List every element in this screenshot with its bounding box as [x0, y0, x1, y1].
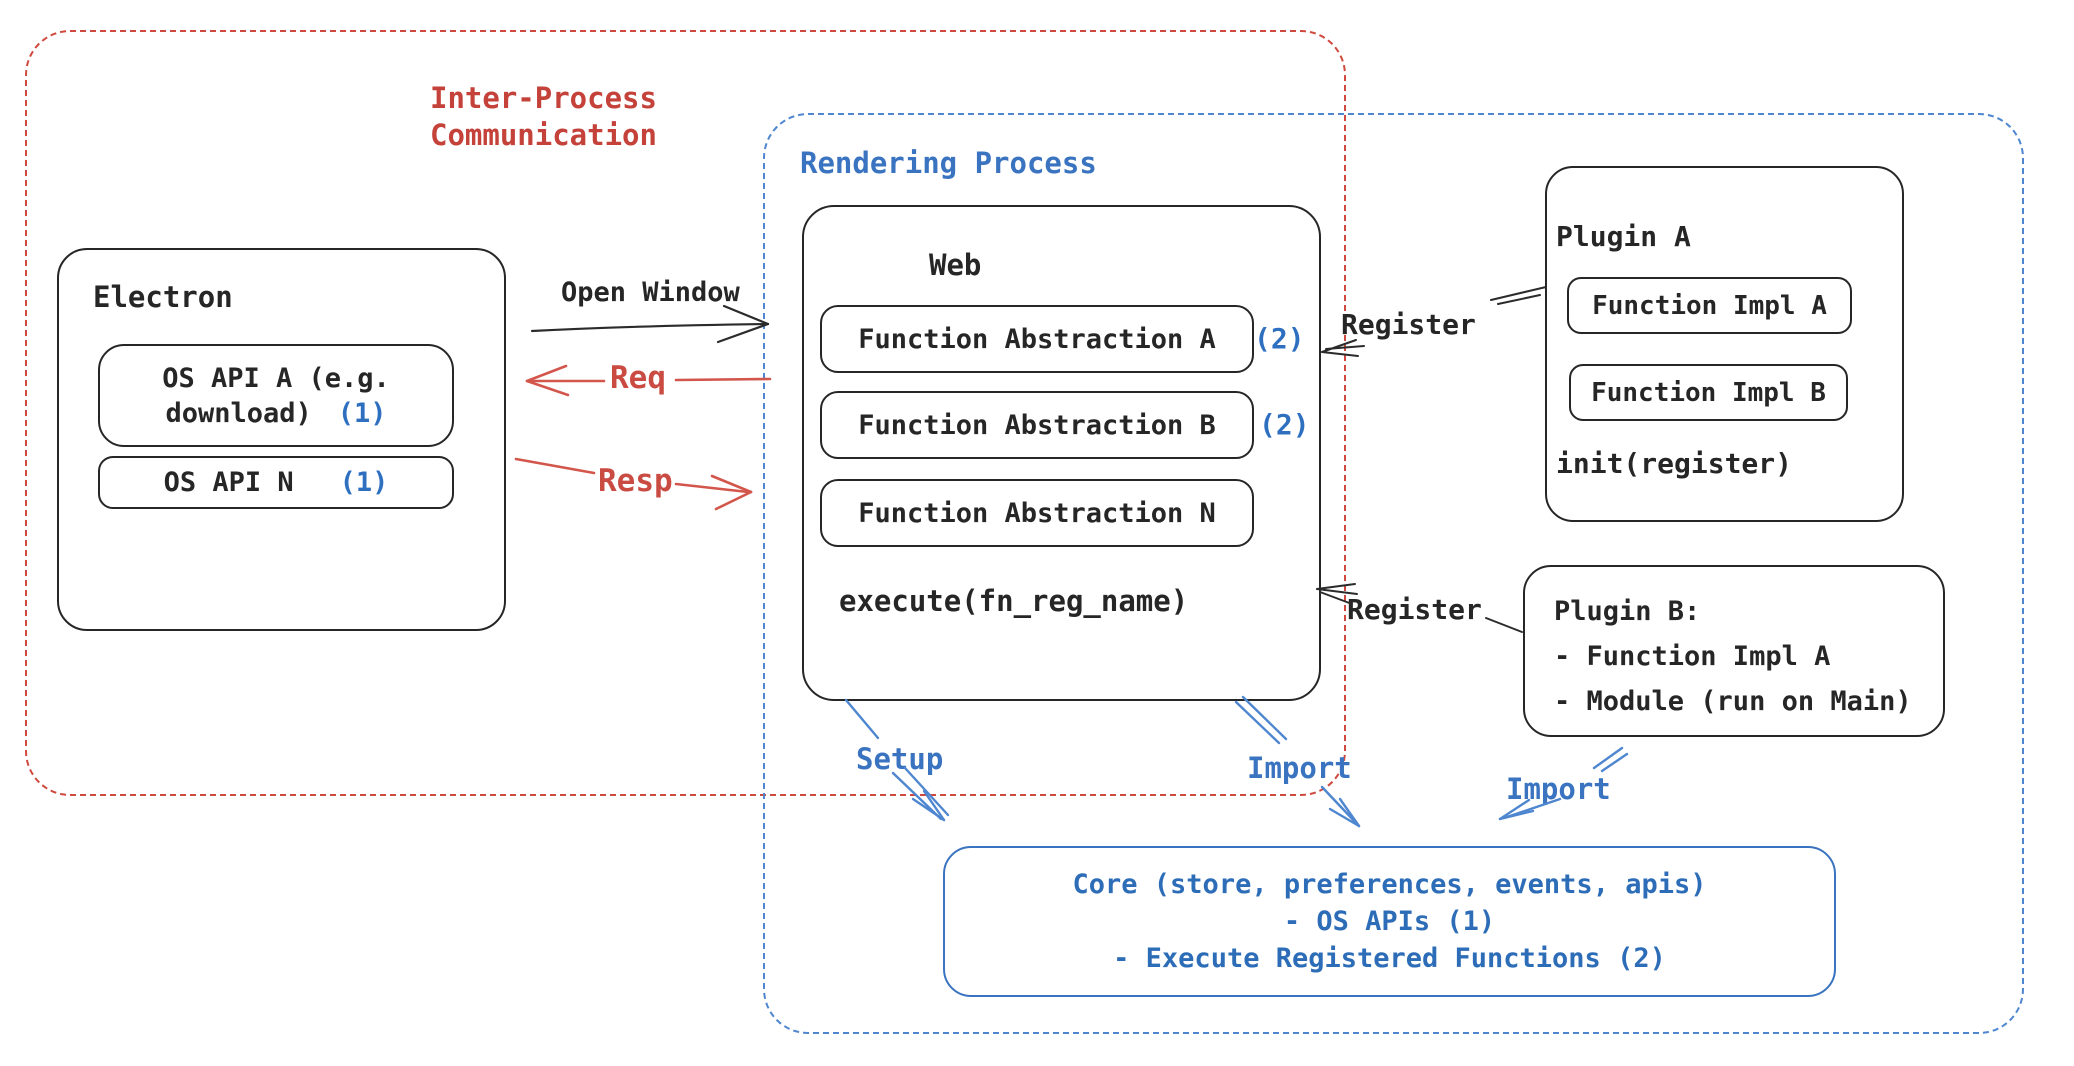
plugin-b-box: Plugin B: - Function Impl A - Module (ru…: [1523, 565, 1945, 737]
plugin-b-item-1: - Function Impl A: [1554, 641, 1831, 672]
os-api-a-line2-row: download) (1): [165, 396, 386, 431]
web-title: Web: [929, 248, 982, 282]
init-register-label: init(register): [1556, 447, 1793, 480]
ipc-label-line1: Inter-Process: [430, 81, 657, 115]
function-impl-b-box: Function Impl B: [1569, 364, 1848, 421]
plugin-b-title: Plugin B:: [1554, 596, 1701, 627]
core-line-1: Core (store, preferences, events, apis): [1072, 869, 1707, 900]
execute-label: execute(fn_reg_name): [839, 584, 1189, 618]
function-abstraction-b-label: Function Abstraction B: [858, 409, 1216, 441]
os-api-n-label: OS API N: [163, 467, 294, 498]
plugin-a-box: [1545, 166, 1904, 522]
web-box: [802, 205, 1321, 701]
electron-box: [57, 248, 506, 631]
function-abstraction-n-label: Function Abstraction N: [858, 497, 1216, 529]
os-api-a-box: OS API A (e.g. download) (1): [98, 344, 454, 447]
register-bottom-label: Register: [1347, 593, 1482, 626]
os-api-n-box: OS API N (1): [98, 456, 454, 509]
core-line-2: - OS APIs (1): [1283, 906, 1496, 937]
setup-label: Setup: [856, 742, 944, 776]
req-label: Req: [610, 360, 666, 396]
open-window-label: Open Window: [561, 277, 740, 308]
resp-label: Resp: [598, 463, 673, 499]
function-abstraction-n-box: Function Abstraction N: [820, 479, 1254, 547]
function-abstraction-b-box: Function Abstraction B: [820, 391, 1254, 459]
os-api-a-line2: download): [165, 397, 312, 429]
electron-title: Electron: [93, 280, 233, 314]
function-impl-b-label: Function Impl B: [1591, 377, 1826, 408]
ipc-label-line2: Communication: [430, 118, 657, 152]
function-abstraction-b-badge: (2): [1259, 408, 1310, 441]
os-api-a-badge: (1): [337, 397, 387, 429]
function-abstraction-a-badge: (2): [1254, 322, 1305, 355]
plugin-b-item-2: - Module (run on Main): [1554, 686, 1912, 717]
register-top-label: Register: [1341, 308, 1476, 341]
ipc-region-boundary: [25, 30, 1346, 796]
core-line-3: - Execute Registered Functions (2): [1113, 943, 1666, 974]
rendering-process-boundary: [763, 113, 2024, 1034]
rendering-process-label: Rendering Process: [800, 146, 1097, 180]
function-impl-a-box: Function Impl A: [1567, 277, 1852, 334]
plugin-a-title: Plugin A: [1556, 220, 1691, 253]
function-impl-a-label: Function Impl A: [1592, 290, 1827, 321]
os-api-a-line1: OS API A (e.g.: [162, 362, 390, 394]
os-api-n-badge: (1): [339, 467, 389, 498]
function-abstraction-a-label: Function Abstraction A: [858, 323, 1216, 355]
import-plugin-label: Import: [1506, 772, 1611, 806]
import-web-label: Import: [1247, 751, 1352, 785]
core-box: Core (store, preferences, events, apis) …: [943, 846, 1836, 997]
function-abstraction-a-box: Function Abstraction A: [820, 305, 1254, 373]
